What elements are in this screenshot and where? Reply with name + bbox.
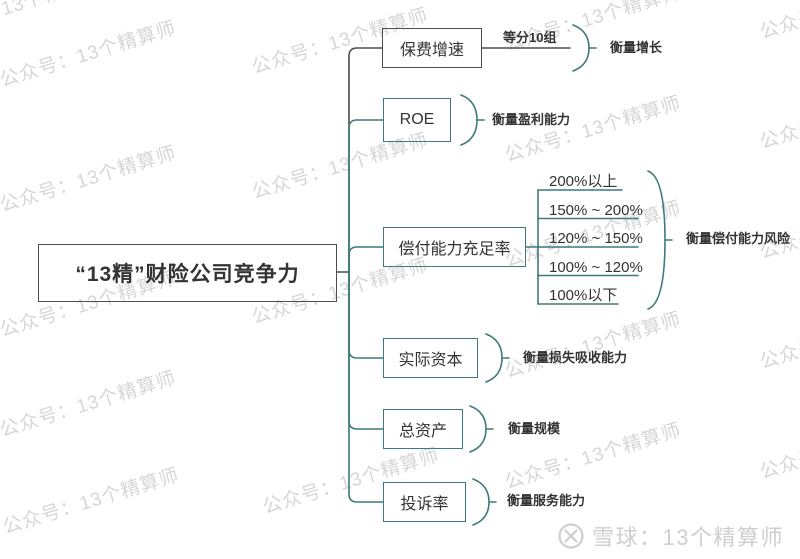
node-total-assets-label: 总资产 — [398, 423, 447, 440]
elbow-premium-growth — [348, 47, 383, 273]
elbow-roe — [348, 119, 384, 273]
brace-premium-growth — [572, 24, 597, 72]
elbow-complaint-rate — [348, 271, 384, 503]
connector-premium-growth — [336, 47, 571, 273]
brace-actual-capital — [485, 333, 510, 383]
note-scale: 衡量规模 — [508, 421, 561, 436]
note-profitability: 衡量盈利能力 — [492, 112, 571, 127]
node-total-assets: 总资产 — [383, 409, 463, 449]
node-solvency-ratio: 偿付能力充足率 — [383, 227, 526, 267]
xueqiu-snowball-icon — [558, 523, 584, 549]
node-complaint-rate-label: 投诉率 — [400, 496, 449, 513]
brace-solvency — [647, 170, 673, 310]
node-actual-capital: 实际资本 — [383, 338, 478, 378]
elbow-actual-capital — [348, 271, 384, 359]
note-growth: 衡量增长 — [610, 40, 663, 55]
node-solvency-ratio-label: 偿付能力充足率 — [398, 241, 511, 258]
solvency-range-2: 150% ~ 200% — [549, 201, 643, 219]
solvency-range-3: 120% ~ 150% — [549, 230, 643, 247]
xueqiu-brand-watermark: 雪球：13个精算师 — [556, 520, 784, 552]
note-solvency-risk: 衡量偿付能力风险 — [686, 231, 791, 246]
node-premium-growth-label: 保费增速 — [399, 42, 464, 59]
braces-group — [460, 24, 673, 526]
note-loss-absorption: 衡量损失吸收能力 — [523, 350, 628, 365]
elbow-solvency — [348, 246, 384, 273]
node-actual-capital-label: 实际资本 — [398, 352, 463, 369]
solvency-range-5: 100%以下 — [549, 287, 618, 304]
brace-roe — [460, 94, 485, 146]
connector-teal-branches — [348, 119, 639, 503]
brace-complaint-rate — [472, 478, 497, 526]
note-service: 衡量服务能力 — [507, 493, 586, 508]
node-roe-label: ROE — [399, 111, 435, 128]
xueqiu-brand-text: 雪球：13个精算师 — [592, 525, 784, 550]
node-premium-growth: 保费增速 — [382, 28, 482, 68]
edge-label-deciles: 等分10组 — [503, 30, 557, 45]
node-complaint-rate: 投诉率 — [383, 482, 466, 522]
elbow-total-assets — [348, 271, 384, 430]
root-node-label: “13精”财险公司竞争力 — [75, 263, 300, 286]
node-roe: ROE — [383, 98, 451, 142]
solvency-range-4: 100% ~ 120% — [549, 258, 643, 276]
root-node: “13精”财险公司竞争力 — [38, 244, 337, 302]
brace-total-assets — [469, 405, 494, 453]
solvency-range-1: 200%以上 — [549, 173, 618, 190]
